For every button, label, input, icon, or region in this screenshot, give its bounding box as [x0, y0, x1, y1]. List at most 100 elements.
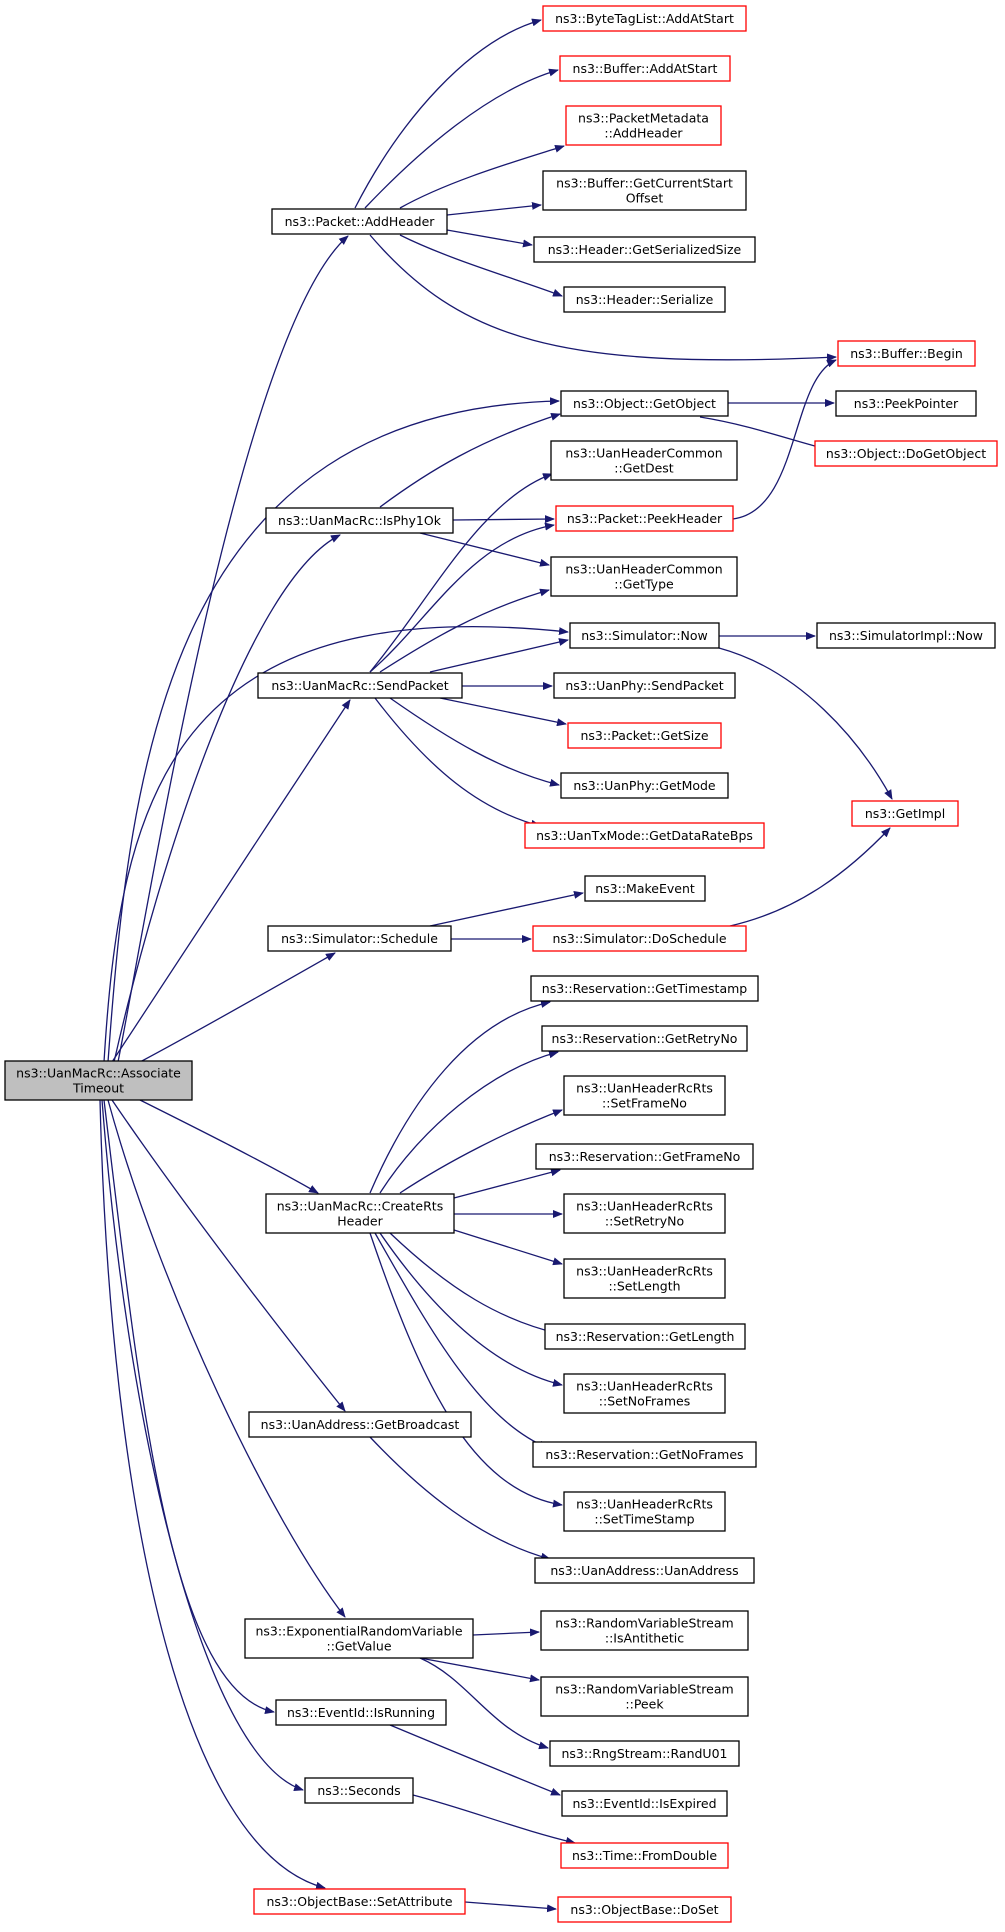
- node-box: [540, 1610, 749, 1651]
- node-rcrts-setlength[interactable]: ns3::UanHeaderRcRts::SetLength: [563, 1258, 726, 1299]
- node-box: [533, 236, 756, 263]
- node-box: [524, 822, 765, 849]
- edge-sendpacket-to-uhc_getdest: [369, 473, 553, 673]
- node-box: [257, 672, 463, 699]
- edge-creatertsheader-to-res_getretryno: [379, 1050, 559, 1194]
- node-eventid-isexpired[interactable]: ns3::EventId::IsExpired: [561, 1790, 728, 1817]
- node-box: [563, 286, 726, 313]
- node-label: ns3::UanMacRc::CreateRts: [277, 1199, 443, 1214]
- edge-sim_schedule-to-makeevent: [429, 890, 584, 927]
- node-objbase-doset[interactable]: ns3::ObjectBase::DoSet: [557, 1896, 732, 1923]
- edge-pkt_addheader-to-hdr_serialize: [399, 234, 563, 297]
- node-rcrts-setretryno[interactable]: ns3::UanHeaderRcRts::SetRetryNo: [563, 1193, 726, 1234]
- node-label: ::GetValue: [326, 1639, 391, 1654]
- edge-root-to-exprv_getvalue: [107, 1099, 346, 1618]
- node-res-getretryno[interactable]: ns3::Reservation::GetRetryNo: [541, 1025, 748, 1052]
- edge-root-to-sim_now: [103, 626, 569, 1063]
- edge-sendpacket-to-uhc_gettype: [379, 588, 550, 673]
- edge-root-to-eventid_isrunning: [103, 1099, 275, 1715]
- node-addr-uanaddress[interactable]: ns3::UanAddress::UanAddress: [534, 1557, 755, 1584]
- node-label: ns3::Seconds: [317, 1783, 400, 1798]
- node-res-gettimestamp[interactable]: ns3::Reservation::GetTimestamp: [530, 975, 759, 1002]
- node-res-getlength[interactable]: ns3::Reservation::GetLength: [544, 1323, 746, 1350]
- node-label: ns3::MakeEvent: [595, 881, 695, 896]
- node-box: [542, 5, 747, 32]
- node-btl-addatstart[interactable]: ns3::ByteTagList::AddAtStart: [542, 5, 747, 32]
- node-peekpointer[interactable]: ns3::PeekPointer: [835, 390, 977, 417]
- node-rcrts-setframeno[interactable]: ns3::UanHeaderRcRts::SetFrameNo: [563, 1075, 726, 1116]
- node-rcrts-setnoframes[interactable]: ns3::UanHeaderRcRts::SetNoFrames: [563, 1373, 726, 1414]
- node-box: [253, 1888, 466, 1915]
- node-label: ::GetType: [614, 577, 674, 592]
- edge-root-to-sendpacket: [111, 699, 351, 1063]
- node-box: [535, 1143, 754, 1170]
- node-box: [550, 440, 738, 481]
- node-box: [563, 1258, 726, 1299]
- node-label: ns3::Buffer::AddAtStart: [573, 61, 718, 76]
- node-addr-getbroadcast[interactable]: ns3::UanAddress::GetBroadcast: [248, 1411, 472, 1438]
- node-box: [271, 208, 448, 235]
- node-uhc-gettype[interactable]: ns3::UanHeaderCommon::GetType: [550, 556, 738, 597]
- node-phy-getmode[interactable]: ns3::UanPhy::GetMode: [560, 772, 729, 799]
- node-label: ns3::EventId::IsExpired: [572, 1796, 716, 1811]
- node-obj-dogetobject[interactable]: ns3::Object::DoGetObject: [814, 440, 998, 467]
- node-box: [530, 975, 759, 1002]
- node-hdr-serialize[interactable]: ns3::Header::Serialize: [563, 286, 726, 313]
- node-label: ::SetLength: [608, 1279, 680, 1294]
- node-label: ns3::PeekPointer: [854, 396, 959, 411]
- node-rcrts-settimestamp[interactable]: ns3::UanHeaderRcRts::SetTimeStamp: [563, 1491, 726, 1532]
- node-eventid-isrunning[interactable]: ns3::EventId::IsRunning: [275, 1699, 447, 1726]
- node-box: [4, 1060, 193, 1101]
- node-buf-addatstart[interactable]: ns3::Buffer::AddAtStart: [559, 55, 731, 82]
- edge-sim_now-to-getimpl: [718, 647, 893, 800]
- node-pkt-peekheader[interactable]: ns3::Packet::PeekHeader: [555, 505, 734, 532]
- node-phy-sendpacket[interactable]: ns3::UanPhy::SendPacket: [553, 672, 736, 699]
- node-pkt-getsize[interactable]: ns3::Packet::GetSize: [567, 722, 722, 749]
- node-label: ns3::Packet::GetSize: [580, 728, 708, 743]
- node-seconds[interactable]: ns3::Seconds: [304, 1777, 414, 1804]
- node-isphy1ok[interactable]: ns3::UanMacRc::IsPhy1Ok: [265, 507, 454, 534]
- node-label: ns3::UanHeaderRcRts: [576, 1379, 713, 1394]
- node-getimpl[interactable]: ns3::GetImpl: [851, 800, 959, 827]
- edge-creatertsheader-to-rcrts_setframeno: [399, 1109, 563, 1194]
- node-simimpl-now[interactable]: ns3::SimulatorImpl::Now: [816, 622, 996, 649]
- edge-isphy1ok-to-pkt_peekheader: [452, 515, 555, 524]
- edge-root-to-obj_getobject: [107, 397, 560, 1063]
- node-sim-now[interactable]: ns3::Simulator::Now: [569, 622, 720, 649]
- node-makeevent[interactable]: ns3::MakeEvent: [584, 875, 706, 902]
- node-pkt-addheader[interactable]: ns3::Packet::AddHeader: [271, 208, 448, 235]
- edge-sendpacket-to-pkt_peekheader: [369, 522, 555, 673]
- node-txmode-getdatarate[interactable]: ns3::UanTxMode::GetDataRateBps: [524, 822, 765, 849]
- node-box: [559, 55, 731, 82]
- node-sendpacket[interactable]: ns3::UanMacRc::SendPacket: [257, 672, 463, 699]
- edge-sendpacket-to-phy_getmode: [389, 697, 560, 787]
- node-rng-randu01[interactable]: ns3::RngStream::RandU01: [549, 1740, 740, 1767]
- node-label: ns3::ExponentialRandomVariable: [255, 1624, 462, 1639]
- node-rvs-isantithetic[interactable]: ns3::RandomVariableStream::IsAntithetic: [540, 1610, 749, 1651]
- node-pm-addheader[interactable]: ns3::PacketMetadata::AddHeader: [565, 105, 722, 146]
- node-objbase-setattribute[interactable]: ns3::ObjectBase::SetAttribute: [253, 1888, 466, 1915]
- node-buf-begin[interactable]: ns3::Buffer::Begin: [837, 340, 976, 367]
- node-res-getnoframes[interactable]: ns3::Reservation::GetNoFrames: [532, 1441, 757, 1468]
- node-label: ns3::UanHeaderCommon: [565, 446, 722, 461]
- node-obj-getobject[interactable]: ns3::Object::GetObject: [560, 390, 729, 417]
- node-time-fromdouble[interactable]: ns3::Time::FromDouble: [560, 1842, 729, 1869]
- node-sim-doschedule[interactable]: ns3::Simulator::DoSchedule: [532, 925, 747, 952]
- node-box: [557, 1896, 732, 1923]
- node-box: [560, 390, 729, 417]
- node-rvs-peek[interactable]: ns3::RandomVariableStream::Peek: [540, 1676, 749, 1717]
- node-exprv-getvalue[interactable]: ns3::ExponentialRandomVariable::GetValue: [244, 1618, 474, 1659]
- node-hdr-getserializedsize[interactable]: ns3::Header::GetSerializedSize: [533, 236, 756, 263]
- edge-root-to-objbase_setattribute: [99, 1099, 326, 1890]
- node-sim-schedule[interactable]: ns3::Simulator::Schedule: [267, 925, 452, 952]
- edge-root-to-creatertsheader: [139, 1099, 319, 1194]
- edge-pkt_addheader-to-buf_begin: [369, 234, 837, 362]
- node-uhc-getdest[interactable]: ns3::UanHeaderCommon::GetDest: [550, 440, 738, 481]
- node-box: [565, 105, 722, 146]
- node-res-getframeno[interactable]: ns3::Reservation::GetFrameNo: [535, 1143, 754, 1170]
